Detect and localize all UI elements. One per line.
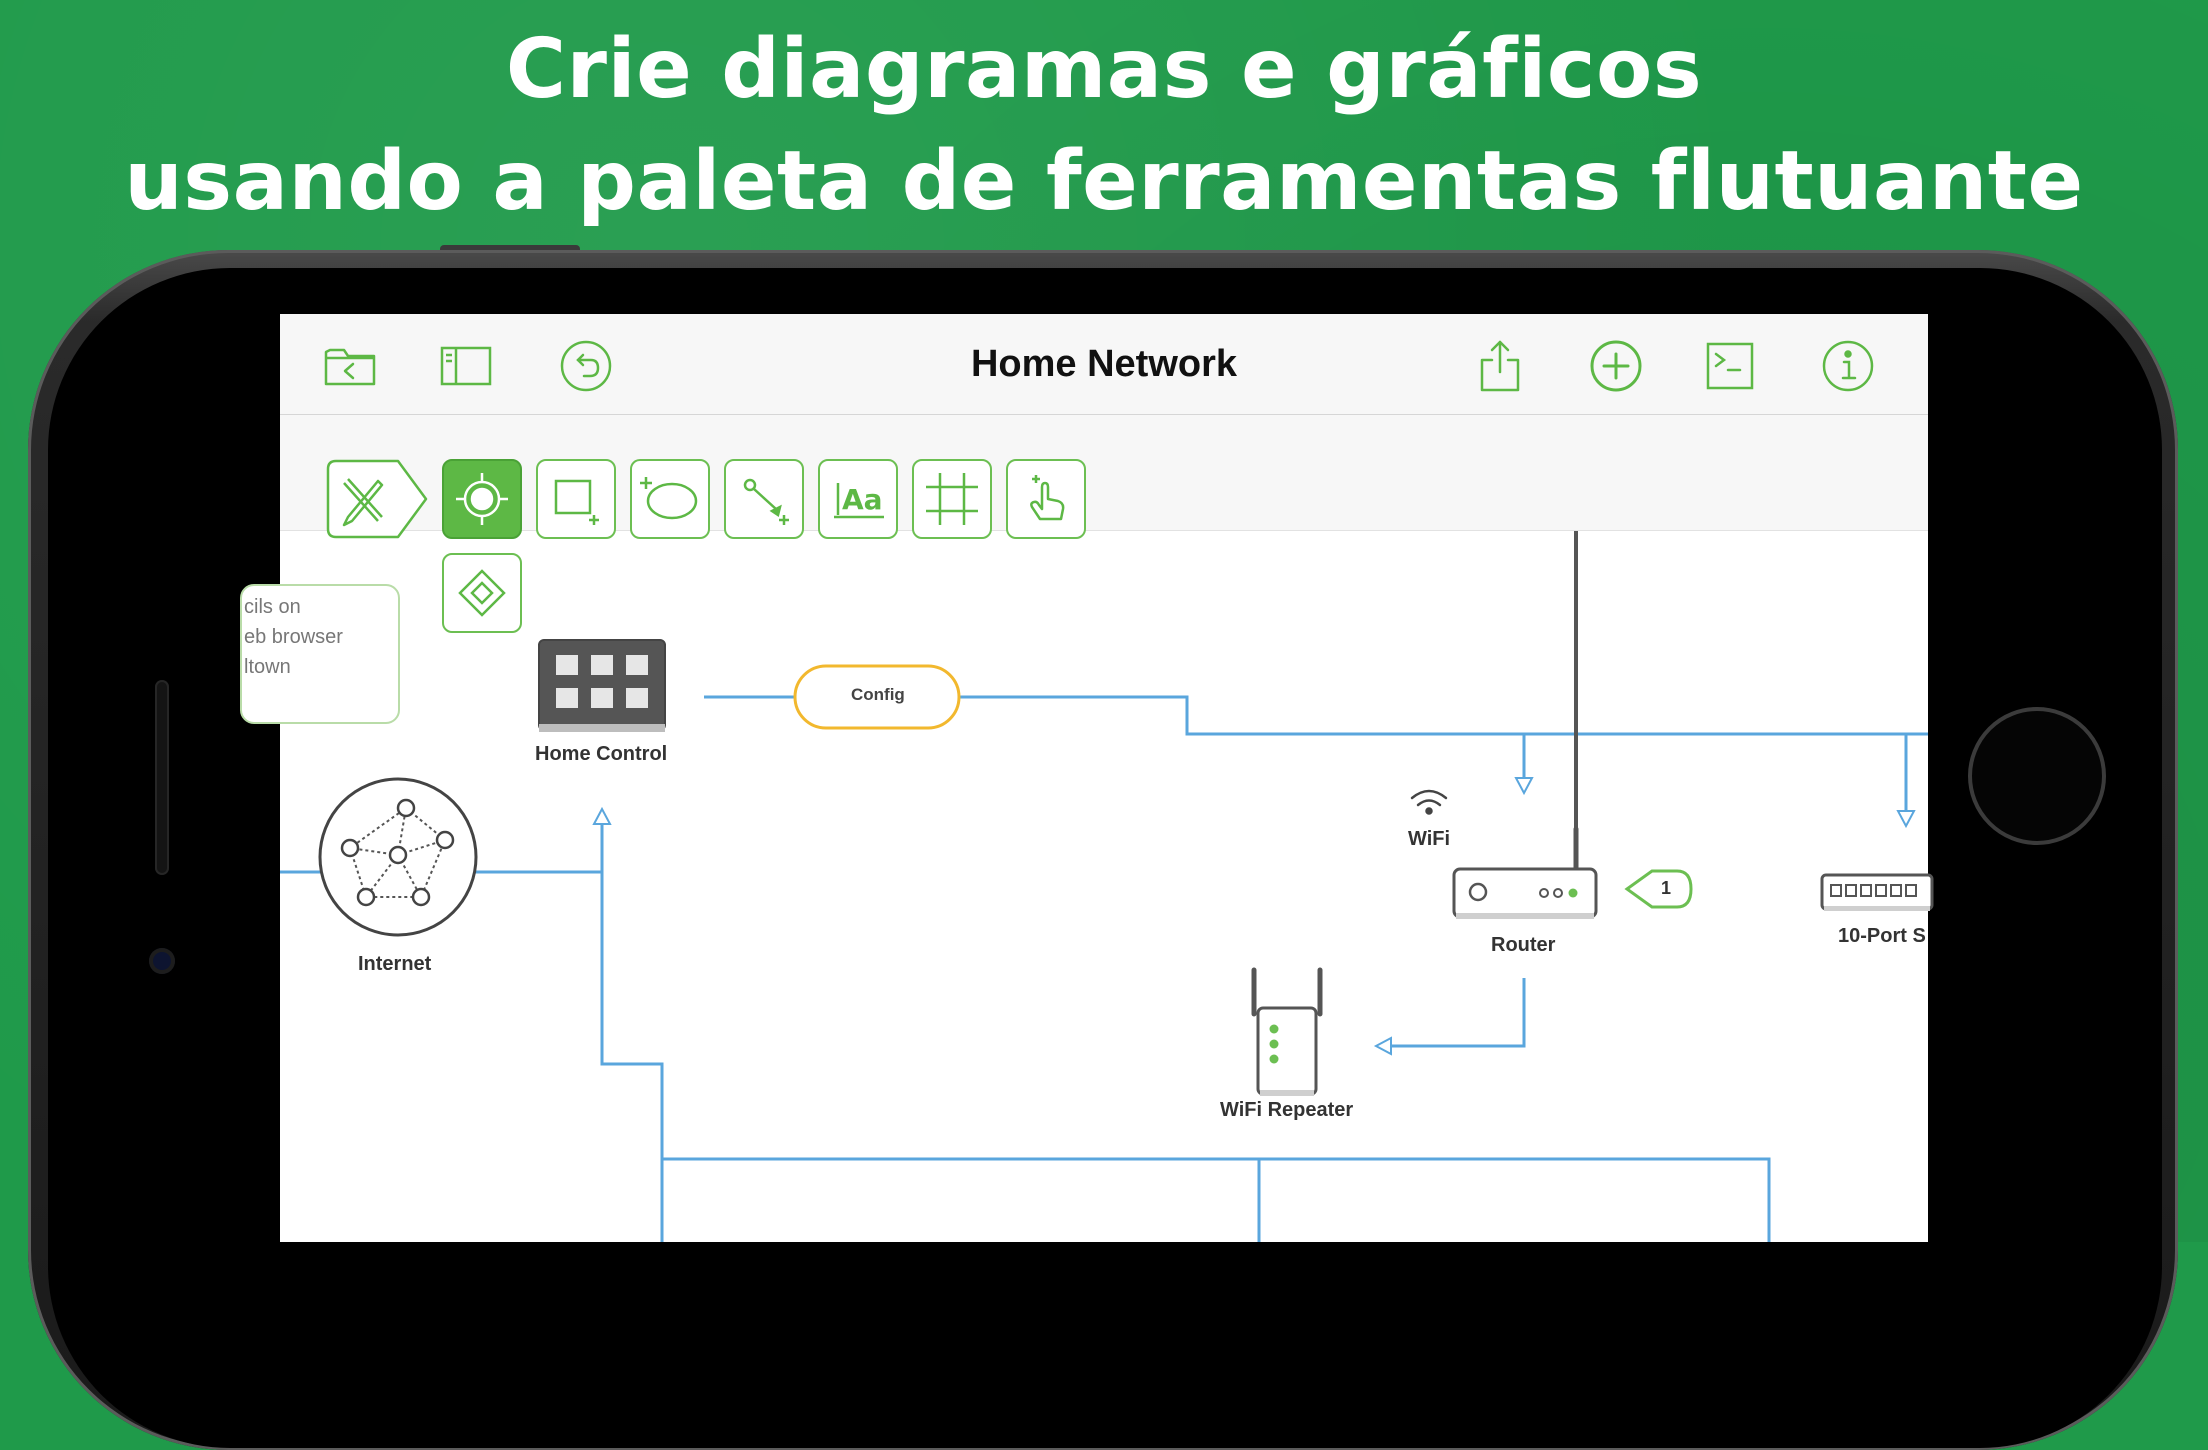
- svg-text:Aa: Aa: [842, 483, 883, 516]
- document-title: Home Network: [970, 343, 1238, 385]
- lasso-icon[interactable]: [630, 459, 710, 539]
- router-badge-count: 1: [1661, 878, 1672, 898]
- selection-target-icon[interactable]: [442, 459, 522, 539]
- config-node-shape[interactable]: [793, 664, 961, 730]
- undo-icon[interactable]: [558, 338, 614, 394]
- connector-bottom-bus: [662, 1157, 1771, 1242]
- sidebar-icon[interactable]: [438, 338, 494, 394]
- folder-back-icon[interactable]: [322, 338, 378, 394]
- touch-icon[interactable]: [1006, 459, 1086, 539]
- rectangle-plus-icon[interactable]: [536, 459, 616, 539]
- note-card[interactable]: cils on eb browser ltown: [240, 584, 400, 724]
- connector-router-repeater: [1373, 978, 1526, 1056]
- switch-icon[interactable]: [1820, 873, 1934, 911]
- note-line-1: cils on: [244, 596, 301, 618]
- connector-internet-down: [600, 872, 664, 1242]
- console-icon[interactable]: [1702, 338, 1758, 394]
- internet-icon[interactable]: [318, 777, 478, 937]
- marketing-headline: Crie diagramas e gráficos usando a palet…: [0, 14, 2208, 238]
- config-label: Config: [851, 685, 905, 704]
- tool-palette-band: [280, 415, 1928, 531]
- router-label: Router: [1491, 934, 1556, 956]
- headline-line-1: Crie diagramas e gráficos: [505, 22, 1703, 117]
- wifi-repeater-icon[interactable]: [1251, 967, 1323, 1096]
- connector-lines: [280, 695, 1928, 1242]
- text-tool-icon[interactable]: Aa: [818, 459, 898, 539]
- internet-label: Internet: [358, 953, 432, 975]
- top-toolbar: Home Network: [280, 314, 1928, 415]
- diagram-canvas[interactable]: [280, 314, 1934, 1242]
- info-icon[interactable]: [1820, 338, 1876, 394]
- pencil-ruler-icon[interactable]: [326, 459, 428, 539]
- note-line-2: eb browser: [244, 626, 343, 648]
- switch-label: 10-Port S: [1838, 925, 1926, 947]
- note-line-3: ltown: [244, 656, 291, 678]
- phone-camera: [149, 948, 175, 974]
- line-tool-icon[interactable]: [724, 459, 804, 539]
- connector-config-bus: [960, 695, 1928, 736]
- wifi-label: WiFi: [1408, 828, 1451, 850]
- share-icon[interactable]: [1472, 338, 1528, 394]
- diamond-magnet-icon[interactable]: [442, 553, 522, 633]
- phone-speaker: [155, 680, 169, 875]
- headline-line-2: usando a paleta de ferramentas flutuante: [124, 134, 2084, 229]
- wifi-icon: [1410, 789, 1448, 815]
- home-control-icon[interactable]: [538, 639, 666, 732]
- home-control-label: Home Control: [535, 743, 668, 765]
- router-badge-shape: [1624, 869, 1693, 909]
- crop-icon[interactable]: [912, 459, 992, 539]
- phone-home-button[interactable]: [1968, 707, 2106, 845]
- wifi-repeater-label: WiFi Repeater: [1220, 1099, 1354, 1121]
- app-screen: cils on eb browser ltown Home Control Co…: [240, 314, 1934, 1242]
- add-icon[interactable]: [1588, 338, 1644, 394]
